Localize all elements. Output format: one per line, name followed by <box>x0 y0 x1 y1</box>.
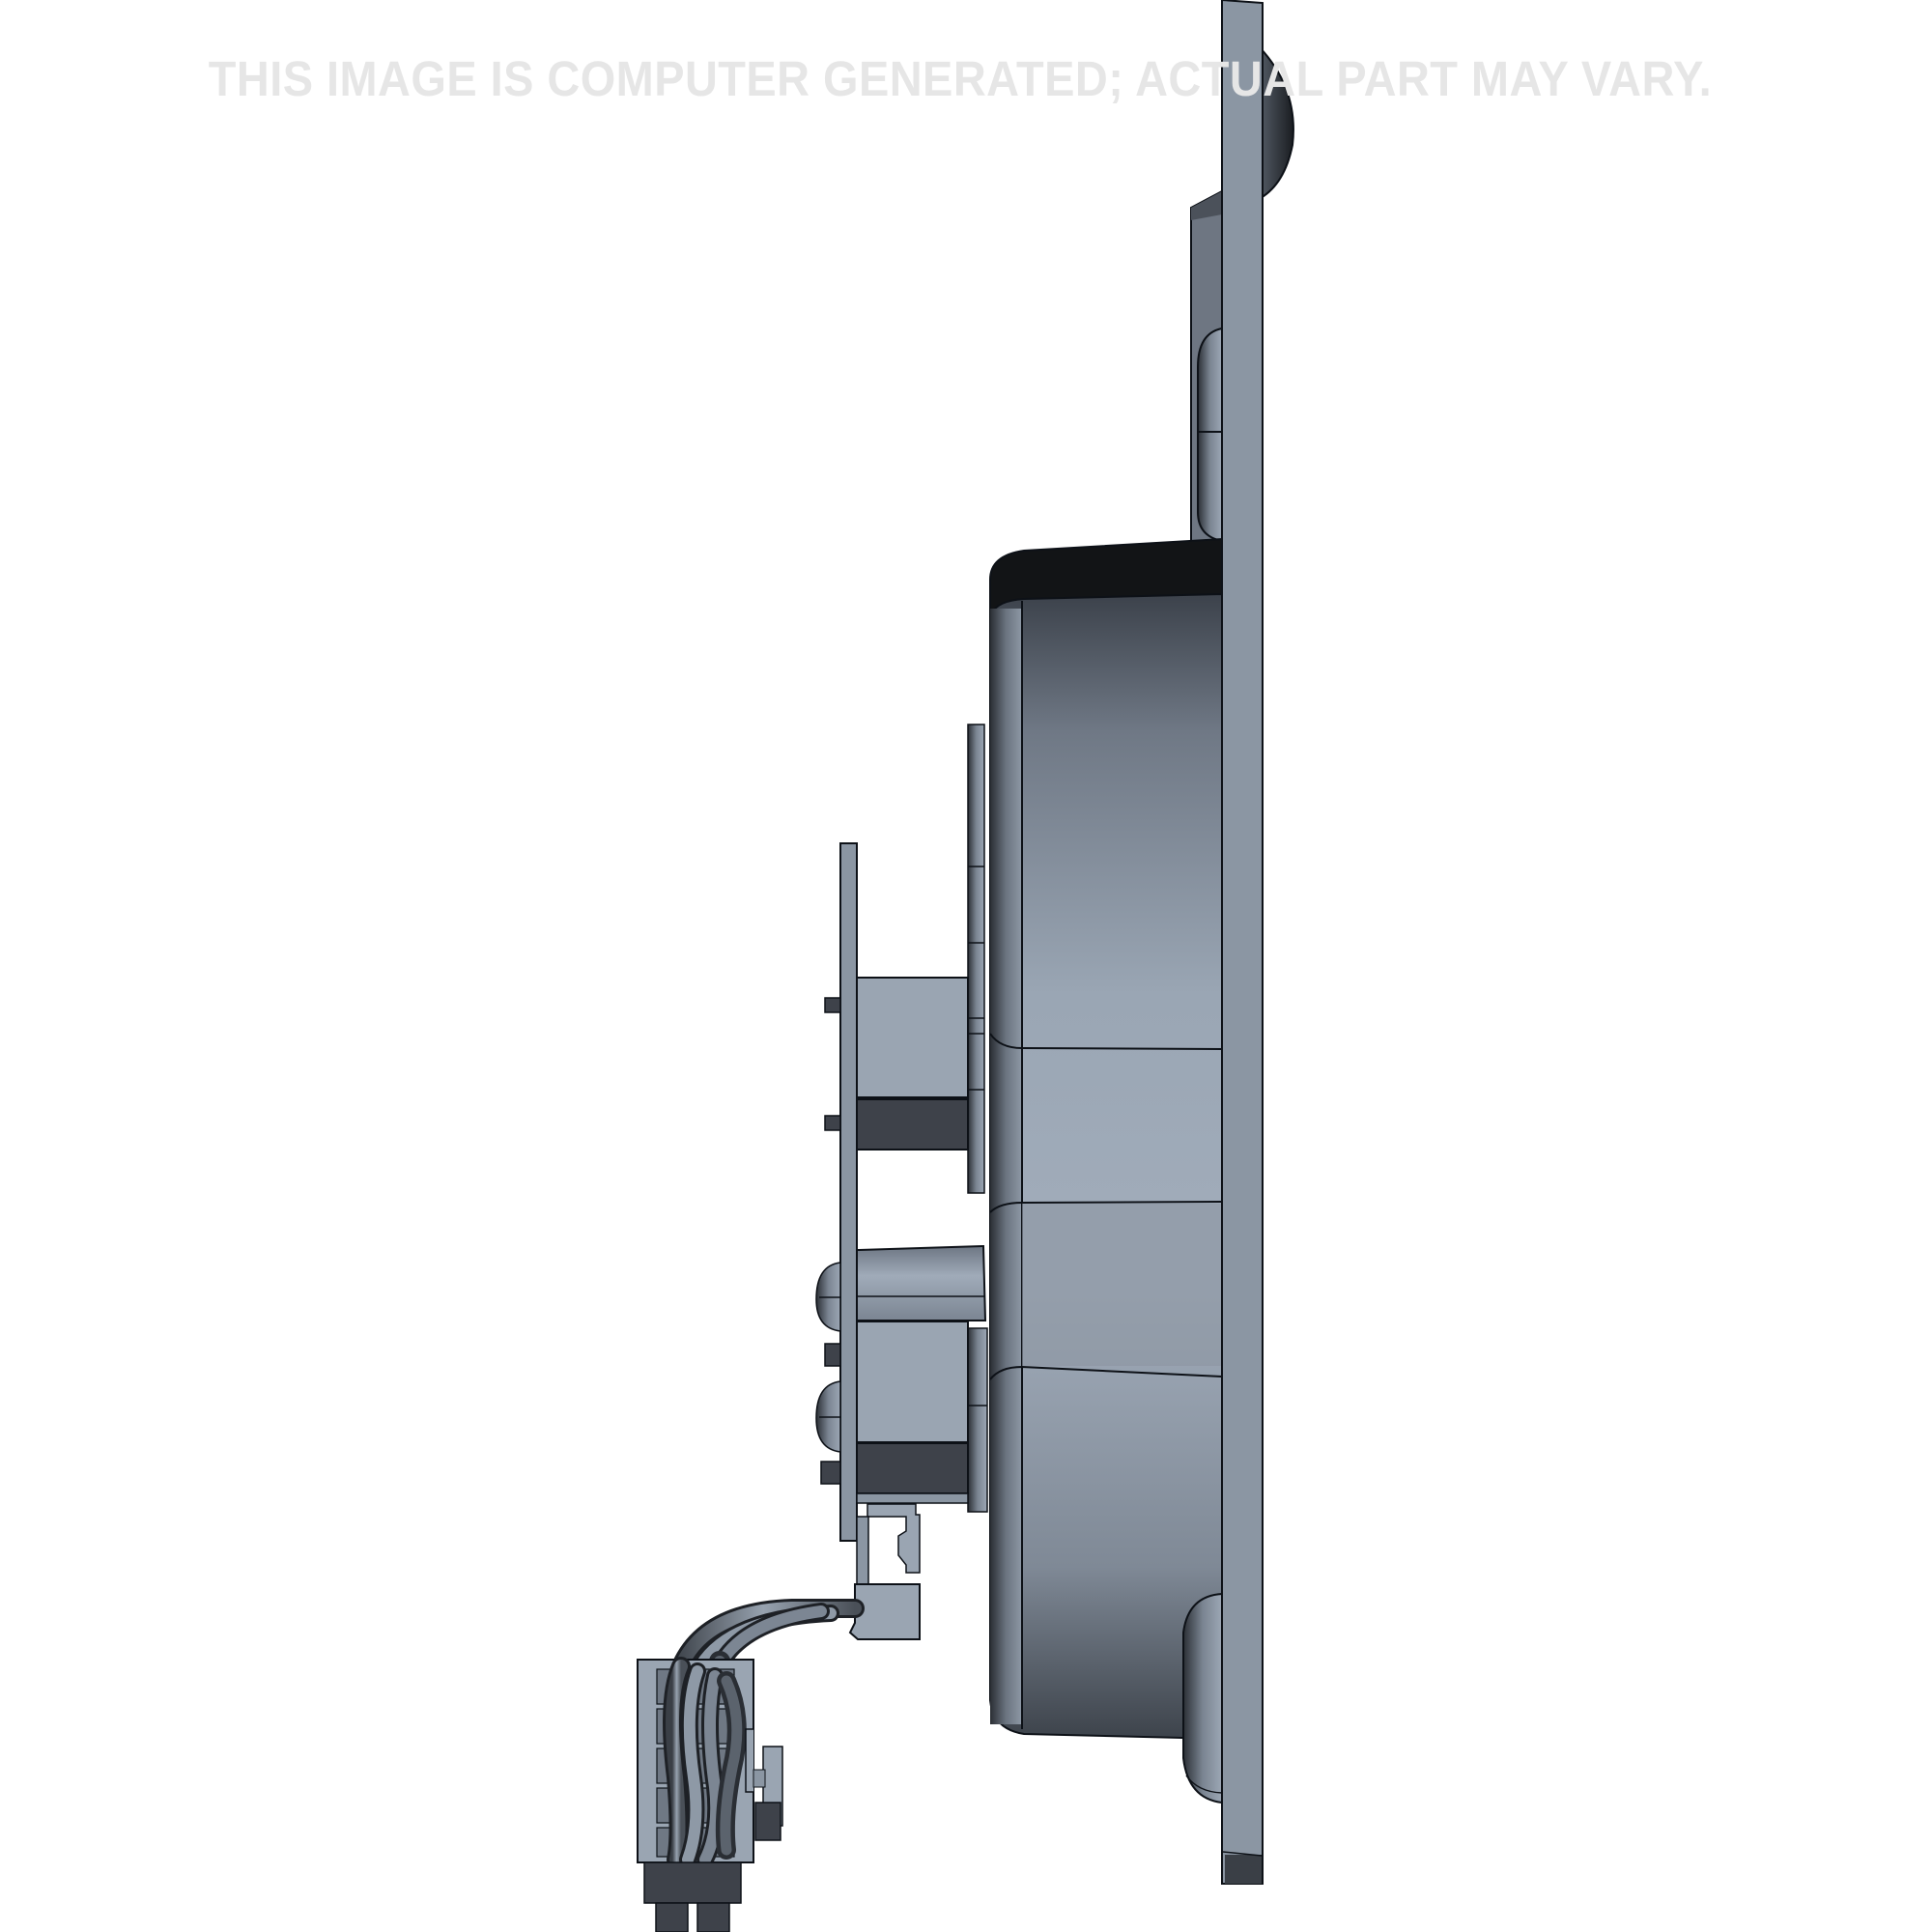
cylinder-upper <box>856 1244 987 1321</box>
top-dome <box>1254 41 1294 200</box>
wire-connector-housing <box>848 1583 921 1640</box>
connector-plug <box>637 1657 783 1932</box>
standoffs <box>820 997 841 1485</box>
top-boss <box>1190 189 1223 543</box>
bottom-boss <box>1182 1592 1223 1804</box>
screw-heads <box>815 1262 841 1453</box>
spacer-block-lower <box>856 1321 969 1504</box>
spacer-block-upper <box>856 977 969 1151</box>
latch-clip <box>856 1503 921 1603</box>
housing-body <box>989 537 1223 1741</box>
pcb-standoff-column <box>967 724 988 1513</box>
circuit-board <box>839 842 858 1542</box>
mounting-plate <box>1221 0 1264 1885</box>
